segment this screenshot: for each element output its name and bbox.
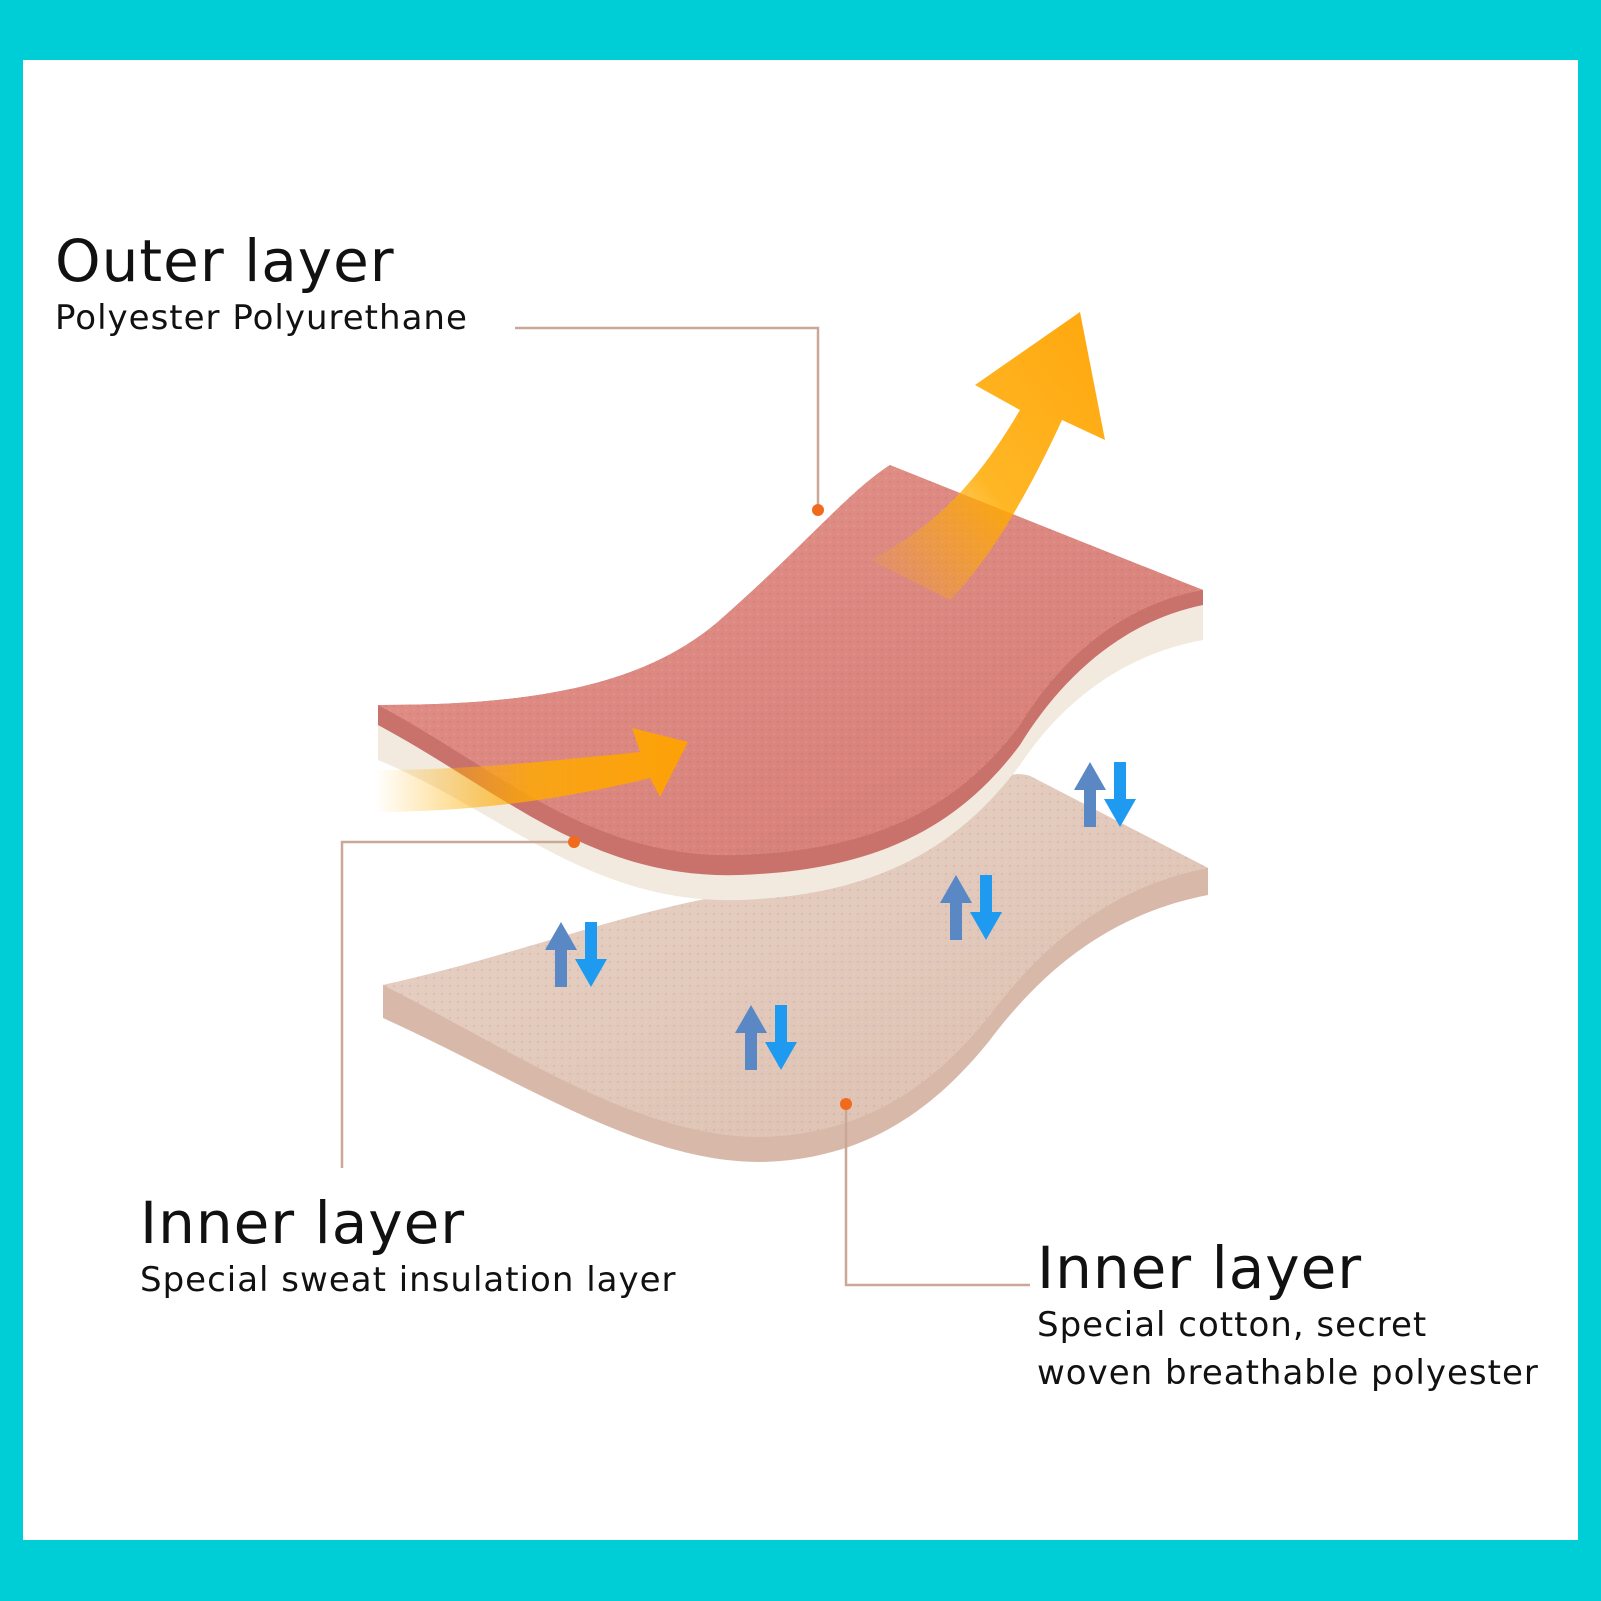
heat-arrow-icon [870, 312, 1105, 600]
outer-layer-label: Outer layer Polyester Polyurethane [55, 228, 468, 342]
sweat-layer-label: Inner layer Special sweat insulation lay… [140, 1190, 677, 1304]
airflow-arrows-icon [940, 875, 1002, 940]
outer-layer-desc: Polyester Polyurethane [55, 298, 468, 338]
leader-line-cotton [844, 1104, 1030, 1287]
airflow-arrows-icon [1074, 762, 1136, 827]
cotton-layer-desc-line1: Special cotton, secret [1037, 1305, 1428, 1345]
leader-line-outer [515, 326, 820, 510]
leader-dot-icon [568, 836, 580, 848]
airflow-arrows-icon [545, 922, 607, 987]
cotton-layer-label: Inner layer Special cotton, secret woven… [1037, 1235, 1539, 1397]
leader-dot-icon [812, 504, 824, 516]
outer-layer-title: Outer layer [55, 227, 395, 295]
airflow-arrows-icon [735, 1005, 797, 1070]
sweat-layer-desc: Special sweat insulation layer [140, 1260, 677, 1300]
heat-arrow-icon [375, 728, 688, 812]
sweat-layer-title: Inner layer [140, 1189, 466, 1257]
cotton-layer-desc-line2: woven breathable polyester [1037, 1353, 1539, 1393]
leader-line-sweat [340, 840, 574, 1168]
cotton-layer-title: Inner layer [1037, 1234, 1363, 1302]
inner-cotton-layer [383, 774, 1208, 1162]
leader-dot-icon [840, 1098, 852, 1110]
